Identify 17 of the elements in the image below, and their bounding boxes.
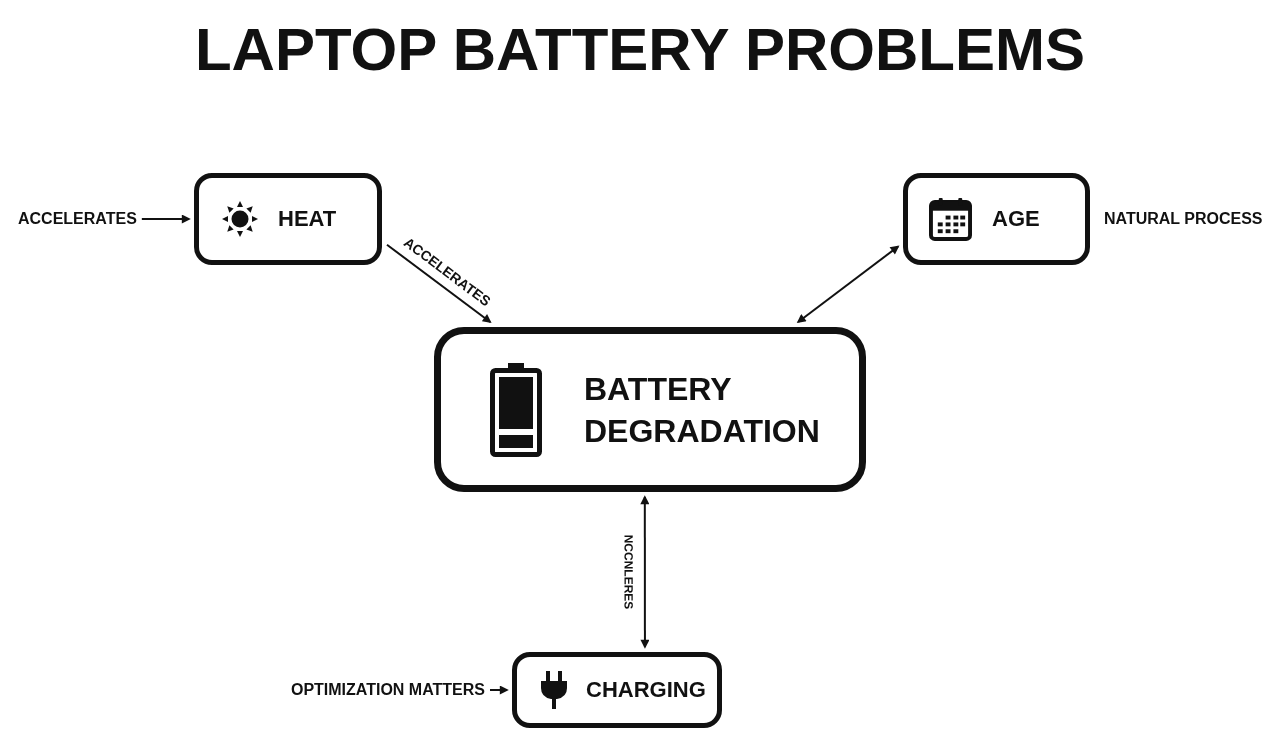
arrow — [140, 214, 191, 224]
process-box — [434, 327, 866, 492]
arrow — [489, 685, 509, 695]
process-box — [903, 173, 1090, 265]
annotation-text: ACCELERATES — [18, 209, 137, 229]
process-box — [512, 652, 722, 728]
diagram-title: LAPTOP BATTERY PROBLEMS — [194, 18, 1086, 82]
arrow — [386, 243, 492, 324]
node-label: CHARGING — [586, 677, 706, 703]
annotation-text: OPTIMIZATION MATTERS — [290, 680, 485, 700]
process-box — [194, 173, 382, 265]
double-arrow — [640, 495, 650, 649]
double-arrow — [796, 245, 900, 324]
node-label: AGE — [992, 206, 1040, 232]
node-label: BATTERY DEGRADATION — [584, 369, 820, 451]
side-note: NATURAL PROCESS — [1104, 209, 1263, 229]
node-label: HEAT — [278, 206, 337, 232]
